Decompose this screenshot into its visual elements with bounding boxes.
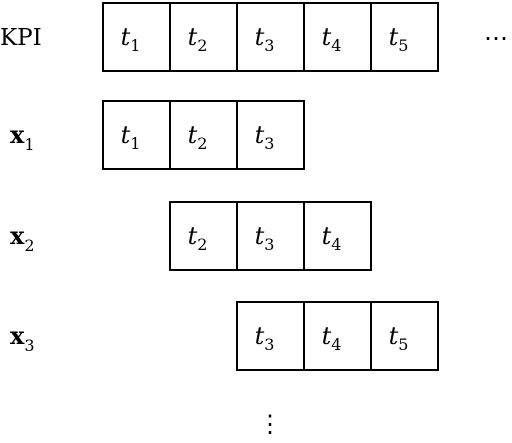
- time-cell: [303, 2, 372, 72]
- time-cell: [236, 201, 305, 271]
- time-cell: [303, 301, 372, 371]
- time-cell: [236, 301, 305, 371]
- rows-layer: KPI t1 t2 t3 t4 t5 x1 t1 t2 t3 x2 t2 t3 t4 x3 t3 t4 t5: [0, 2, 439, 371]
- time-cell-label: t1: [121, 121, 141, 153]
- row-x1: x1 t1 t2 t3: [10, 100, 305, 170]
- row-label: KPI: [0, 25, 42, 51]
- time-cell: [102, 100, 171, 170]
- time-cell-label: t3: [255, 222, 275, 254]
- row-kpi: KPI t1 t2 t3 t4 t5: [0, 2, 439, 72]
- row-label: x2: [10, 221, 35, 255]
- time-cell-label: t1: [121, 23, 141, 55]
- time-cell-label: t2: [188, 121, 208, 153]
- time-cell-label: t2: [188, 23, 208, 55]
- horizontal-ellipsis: ⋯: [484, 24, 508, 52]
- time-cell: [370, 301, 439, 371]
- time-cell-label: t5: [389, 322, 409, 354]
- time-cell-label: t3: [255, 23, 275, 55]
- time-cell: [236, 100, 305, 170]
- time-cell: [102, 2, 171, 72]
- time-cell: [370, 2, 439, 72]
- time-cell-label: t4: [322, 23, 342, 55]
- vertical-ellipsis: ⋮: [258, 410, 282, 438]
- time-cell-label: t2: [188, 222, 208, 254]
- row-x3: x3 t3 t4 t5: [10, 301, 439, 371]
- time-cell: [303, 201, 372, 271]
- time-cell-label: t4: [322, 322, 342, 354]
- time-cell-label: t4: [322, 222, 342, 254]
- time-cell-label: t5: [389, 23, 409, 55]
- time-cell-label: t3: [255, 322, 275, 354]
- row-label: x3: [10, 321, 35, 355]
- row-label: x1: [10, 120, 35, 154]
- time-cell: [169, 201, 238, 271]
- row-x2: x2 t2 t3 t4: [10, 201, 372, 271]
- time-cell-label: t3: [255, 121, 275, 153]
